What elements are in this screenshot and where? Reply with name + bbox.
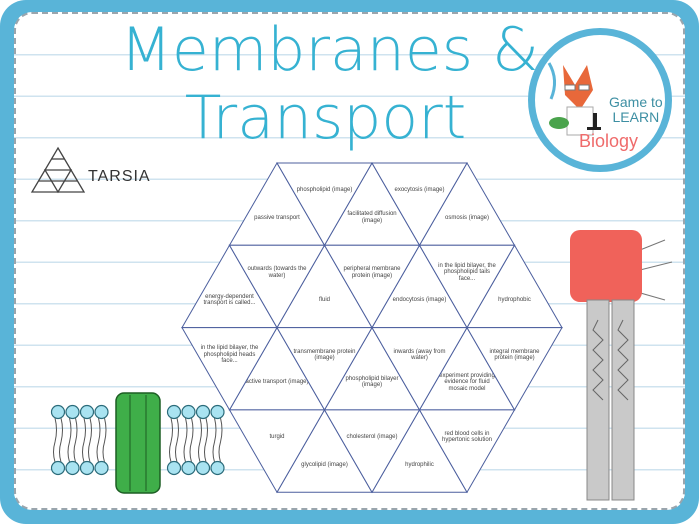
tarsia-card-label: passive transport [254, 214, 300, 221]
tarsia-card-label: inwards (away from water) [393, 348, 446, 362]
tarsia-card-label: active transport (image) [245, 379, 309, 386]
tarsia-card-label: in the lipid bilayer, the phospholipid t… [438, 262, 496, 282]
tarsia-label: TARSIA [88, 168, 151, 185]
tarsia-card-label: red blood cells in hypertonic solution [441, 430, 493, 444]
tarsia-triangle-icon [30, 146, 86, 194]
tarsia-card-label: glycolipid (image) [301, 461, 348, 468]
title-line-2: Transport [184, 83, 467, 153]
tarsia-card-label: cholesterol (image) [346, 434, 398, 441]
tarsia-card-label: osmosis (image) [444, 214, 489, 221]
tarsia-card-label: phospholipid (image) [296, 187, 353, 194]
tarsia-card-label: hydrophilic [405, 461, 434, 468]
tarsia-card-label: transmembrane protein (image) [293, 348, 356, 362]
glyco-head [570, 230, 642, 302]
title-line-1: Membranes & [120, 15, 539, 85]
tarsia-card [276, 327, 373, 411]
tarsia-card [181, 327, 278, 411]
tarsia-card [228, 409, 326, 494]
tarsia-card [371, 162, 468, 247]
tarsia-card-label: peripheral membrane protein (image) [343, 266, 401, 279]
channel-protein [115, 392, 161, 494]
tarsia-card-label: experiment providing evidence for fluid … [439, 372, 495, 392]
tarsia-card-label: outwards (towards the water) [247, 266, 307, 279]
tarsia-card-label: turgid [269, 434, 285, 441]
logo-line-1: Game to [609, 94, 663, 110]
tarsia-card [276, 162, 373, 247]
tarsia-card [323, 244, 421, 329]
tarsia-card [371, 327, 468, 411]
tarsia-card [466, 327, 563, 411]
tarsia-card [418, 409, 516, 494]
tarsia-card-label: phospholipid bilayer (image) [345, 375, 399, 389]
tarsia-card-label: in the lipid bilayer, the phospholipid h… [200, 345, 259, 365]
tarsia-card-label: facilitated diffusion (image) [347, 211, 397, 224]
tarsia-card-label: endocytosis (image) [392, 296, 447, 303]
tarsia-card [418, 244, 516, 329]
tarsia-card [228, 244, 326, 329]
tarsia-card-label: exocytosis (image) [394, 187, 445, 194]
tarsia-card-label: energy-dependent transport is called... [203, 293, 256, 307]
tarsia-card-label: fluid [318, 296, 330, 303]
logo-line-2: LEARN [612, 109, 660, 125]
tarsia-card-label: integral membrane protein (image) [489, 348, 540, 362]
logo-subject: Biology [579, 131, 639, 151]
tarsia-card-label: hydrophobic [498, 296, 531, 303]
fox-scientist-icon [547, 62, 601, 136]
tarsia-card [323, 409, 421, 494]
